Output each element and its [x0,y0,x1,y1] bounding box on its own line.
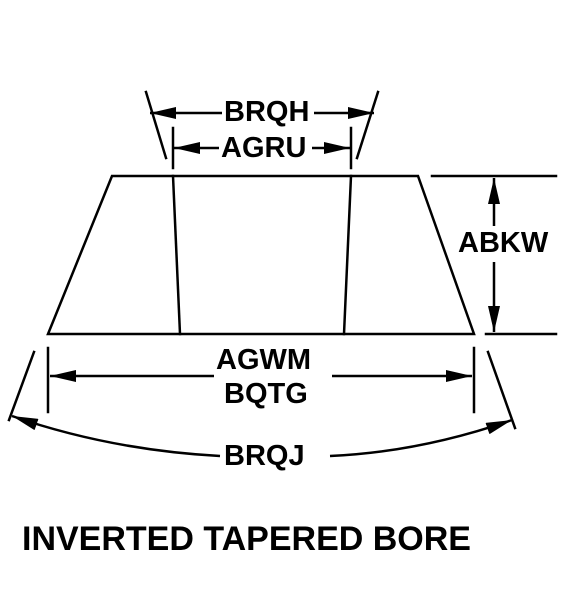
brqj-ext-right [486,350,517,430]
bore-outline [46,174,476,336]
brqj-arc-left [11,414,221,458]
brqj-arc-right [329,418,513,458]
bore-inner-line-right [342,174,353,336]
bqtg-label: BQTG [222,378,310,410]
brqj-ext-left [7,350,36,422]
brqh-label: BRQH [222,96,312,128]
brqh-ext-left [144,90,168,160]
brqj-label: BRQJ [222,440,307,472]
diagram-caption: INVERTED TAPERED BORE [22,520,471,558]
agwm-label: AGWM [214,344,314,376]
abkw-label: ABKW [456,227,551,259]
agru-label: AGRU [219,132,309,164]
brqh-ext-right [355,90,380,160]
bore-inner-line-left [171,174,182,336]
